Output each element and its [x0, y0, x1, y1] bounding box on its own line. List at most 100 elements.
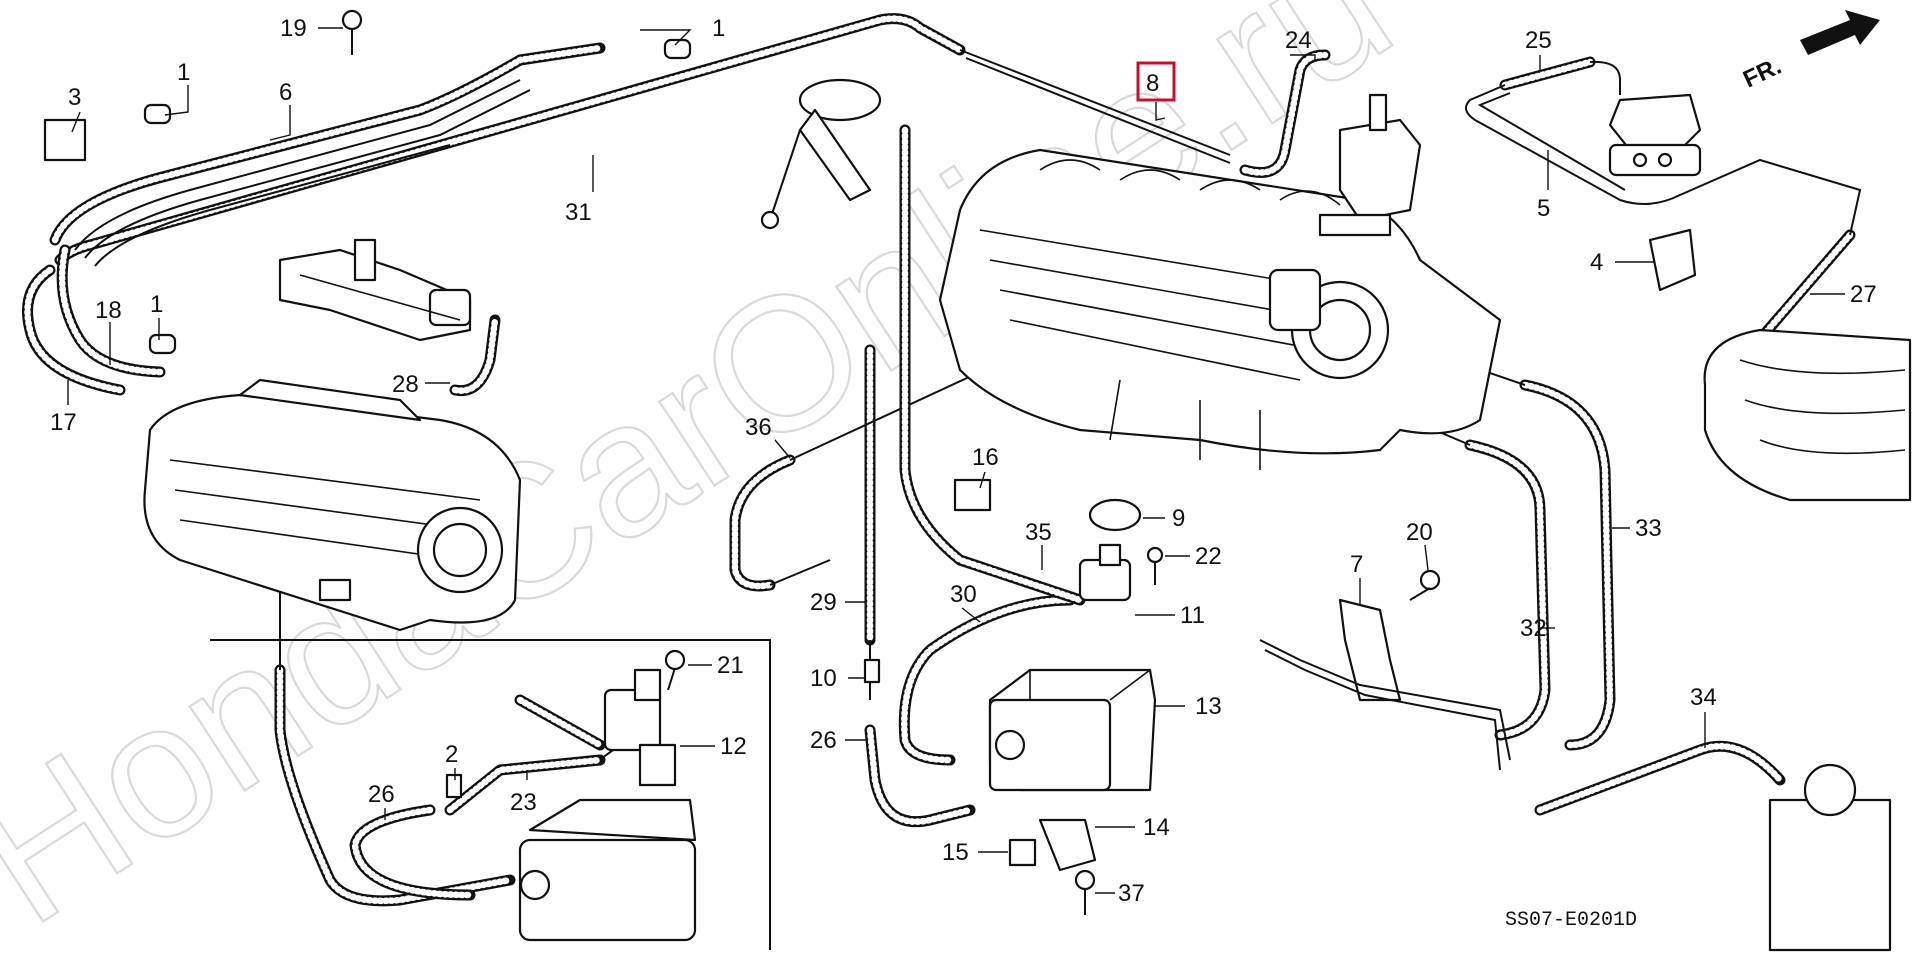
callout-15[interactable]: 15 [942, 839, 1008, 866]
purge-solenoid-valve [1608, 93, 1702, 177]
callout-10[interactable]: 10 [810, 665, 865, 692]
callout-36[interactable]: 36 [745, 414, 791, 459]
callout-number: 13 [1195, 693, 1222, 720]
callout-number: 28 [392, 371, 419, 398]
callout-21[interactable]: 21 [688, 652, 744, 679]
callout-4[interactable]: 4 [1590, 249, 1655, 276]
callout-5[interactable]: 5 [1537, 150, 1550, 222]
callout-33[interactable]: 33 [1612, 515, 1662, 542]
callout-2[interactable]: 2 [445, 741, 458, 780]
callout-number: 7 [1350, 551, 1363, 578]
air-intake-duct [1703, 328, 1912, 502]
callout-26b[interactable]: 26 [368, 781, 395, 820]
callout-number: 24 [1285, 27, 1312, 54]
callout-number: 1 [712, 15, 725, 42]
callout-number: 12 [720, 733, 747, 760]
solenoid-valve-11 [1078, 543, 1132, 602]
callout-9[interactable]: 9 [1143, 505, 1185, 532]
callout-17[interactable]: 17 [50, 380, 77, 436]
callout-number: 11 [1180, 602, 1205, 629]
callout-34[interactable]: 34 [1690, 684, 1717, 748]
callout-number: 1 [177, 59, 190, 86]
callout-number: 10 [810, 665, 837, 692]
callout-number: 18 [95, 297, 122, 324]
egr-valve [1318, 93, 1422, 237]
callout-27[interactable]: 27 [1810, 281, 1877, 308]
callout-28[interactable]: 28 [392, 371, 450, 398]
callout-20[interactable]: 20 [1406, 519, 1433, 571]
callout-number: 21 [717, 652, 744, 679]
callout-number: 22 [1195, 543, 1222, 570]
callout-number: 3 [68, 84, 81, 111]
inset-canister [518, 798, 697, 942]
callout-37[interactable]: 37 [1095, 880, 1145, 907]
callout-number: 26 [368, 781, 395, 808]
callout-14[interactable]: 14 [1095, 814, 1170, 841]
callout-25[interactable]: 25 [1525, 27, 1552, 70]
callout-32[interactable]: 32 [1520, 615, 1555, 642]
diagram-code: SS07-E0201D [1505, 909, 1637, 932]
callout-number: 33 [1635, 515, 1662, 542]
front-direction-label: FR. [1739, 53, 1785, 94]
callout-number: 14 [1143, 814, 1170, 841]
callout-number: 32 [1520, 615, 1547, 642]
callout-7[interactable]: 7 [1350, 551, 1363, 605]
callout-number: 26 [810, 727, 837, 754]
callout-number: 9 [1172, 505, 1185, 532]
callout-number: 5 [1537, 195, 1550, 222]
callout-number: 29 [810, 589, 837, 616]
callout-11[interactable]: 11 [1135, 602, 1205, 629]
callout-number: 1 [150, 291, 163, 318]
callout-18[interactable]: 18 [95, 297, 122, 365]
callout-30[interactable]: 30 [950, 581, 981, 623]
callout-number: 20 [1406, 519, 1433, 546]
callout-24[interactable]: 24 [1285, 27, 1316, 60]
callout-1c[interactable]: 1 [150, 291, 163, 340]
callout-number: 30 [950, 581, 977, 608]
callout-3[interactable]: 3 [68, 84, 81, 133]
throttle-body [143, 378, 522, 632]
callout-number: 2 [445, 741, 458, 768]
callout-number: 25 [1525, 27, 1552, 54]
charcoal-canister [988, 668, 1157, 792]
callout-13[interactable]: 13 [1155, 693, 1222, 720]
callout-number: 23 [510, 789, 537, 816]
callout-number: 17 [50, 409, 77, 436]
callout-number: 31 [565, 199, 592, 226]
bracket-7 [1259, 598, 1511, 771]
callout-number: 19 [280, 15, 307, 42]
front-direction-arrow: FR. [1739, 10, 1880, 93]
callout-29[interactable]: 29 [810, 589, 866, 616]
callout-number: 6 [279, 79, 292, 106]
callout-number: 34 [1690, 684, 1717, 711]
callout-1b[interactable]: 1 [164, 59, 190, 116]
callout-number: 15 [942, 839, 969, 866]
intake-manifold [938, 148, 1502, 470]
inset-solenoid [603, 668, 677, 787]
callout-number: 16 [972, 444, 999, 471]
callout-31[interactable]: 31 [565, 155, 594, 226]
callout-6[interactable]: 6 [269, 79, 292, 141]
vacuum-reservoir [1768, 763, 1892, 952]
callout-1a[interactable]: 1 [640, 15, 725, 46]
callout-number: 37 [1118, 880, 1145, 907]
callout-number: 36 [745, 414, 772, 441]
inset-frame [210, 639, 771, 950]
callout-23[interactable]: 23 [510, 770, 537, 816]
callout-12[interactable]: 12 [680, 733, 747, 760]
cap-9 [1088, 498, 1142, 532]
callout-number: 4 [1590, 249, 1603, 276]
callout-22[interactable]: 22 [1165, 543, 1222, 570]
callout-8[interactable]: 8 [1136, 61, 1176, 121]
callout-35[interactable]: 35 [1025, 519, 1052, 570]
callout-number: 35 [1025, 519, 1052, 546]
callout-26a[interactable]: 26 [810, 727, 868, 754]
fuel-rail-regulator [278, 238, 472, 342]
callout-19[interactable]: 19 [280, 15, 343, 42]
hose-clip-4 [1648, 228, 1697, 292]
callout-16[interactable]: 16 [972, 444, 999, 489]
vacuum-actuator [760, 78, 882, 230]
callout-number: 8 [1146, 70, 1159, 97]
